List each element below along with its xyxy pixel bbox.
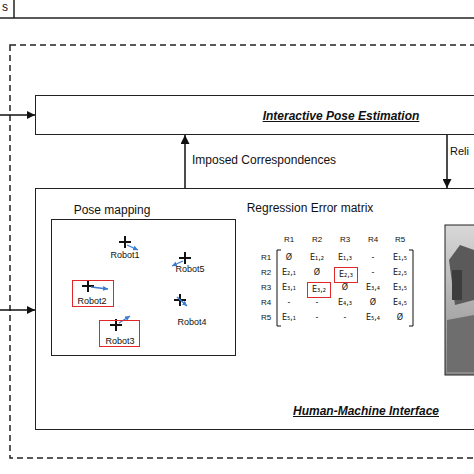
frame-line <box>13 0 15 18</box>
box-title: Interactive Pose Estimation <box>263 110 420 122</box>
matrix-cell: - <box>316 299 319 307</box>
matrix-cell: - <box>344 314 347 322</box>
matrix-header: R4 <box>261 299 271 307</box>
matrix-cell: - <box>372 254 375 262</box>
matrix-cell: E₃,₁ <box>282 284 296 292</box>
matrix-cell: E₂,₁ <box>282 269 296 277</box>
matrix-cell: E₁,₅ <box>393 254 407 262</box>
photo-shape <box>449 245 474 305</box>
matrix-cell: Ø <box>342 284 348 292</box>
edge-label: Imposed Correspondences <box>192 154 336 166</box>
matrix-header: R3 <box>261 284 271 292</box>
highlight-box: Robot3 <box>99 320 140 347</box>
photo-illustration <box>445 225 474 375</box>
input-arrow <box>0 309 35 311</box>
robot-label: Robot4 <box>177 318 206 327</box>
matrix-header: R1 <box>261 254 271 262</box>
matrix-cell: - <box>316 314 319 322</box>
fragment-text: s <box>2 1 8 13</box>
heading-arrow <box>177 297 187 306</box>
matrix-cell: E₄,₃ <box>338 299 352 307</box>
photo-shape <box>452 270 462 300</box>
matrix-header: R2 <box>261 269 271 277</box>
matrix-cell: E₂,₅ <box>393 269 407 277</box>
matrix-cell: E₄,₅ <box>393 299 407 307</box>
section-heading: Regression Error matrix <box>247 202 374 214</box>
matrix-cell: Ø <box>286 254 292 262</box>
matrix-cell: E₅,₁ <box>282 314 296 322</box>
robot-label: Robot1 <box>110 251 139 260</box>
photo-shape <box>447 315 474 372</box>
photo-frame <box>445 225 474 375</box>
matrix-cell: - <box>372 269 375 277</box>
edge-label: Reli <box>450 146 469 157</box>
process-box: Interactive Pose Estimation <box>35 95 474 135</box>
matrix-bracket <box>409 250 413 326</box>
matrix-cell: Ø <box>314 269 320 277</box>
matrix-header: R4 <box>368 236 378 244</box>
input-arrow <box>0 114 35 116</box>
matrix-bracket <box>277 250 281 326</box>
frame-line <box>0 17 474 19</box>
matrix-cell: E₅,₄ <box>366 314 380 322</box>
matrix-header: R5 <box>395 236 405 244</box>
matrix-header: R1 <box>284 236 294 244</box>
robot-cross <box>174 294 186 306</box>
matrix-cell: Ø <box>397 314 403 322</box>
dashed-frame <box>10 45 474 458</box>
panel-box: Pose mappingRobot2Robot3 <box>51 219 236 356</box>
flow-arrow <box>446 135 448 188</box>
box-title: Human-Machine Interface <box>293 405 439 417</box>
matrix-cell: - <box>288 299 291 307</box>
heading-arrow <box>127 245 138 250</box>
matrix-cell: E₃,₅ <box>393 284 407 292</box>
robot-label: Robot5 <box>175 265 204 274</box>
matrix-header: R2 <box>312 236 322 244</box>
box-text: Robot2 <box>77 297 106 306</box>
box-text: E₂,₃ <box>339 271 353 279</box>
process-box: Human-Machine Interface Pose mappingRobot… <box>35 188 474 430</box>
highlight-box: Robot2 <box>72 280 114 307</box>
matrix-cell: Ø <box>370 299 376 307</box>
heading-arrow <box>91 287 108 289</box>
box-text: Robot3 <box>105 337 134 346</box>
robot-cross <box>82 280 94 292</box>
matrix-cell: E₃,₄ <box>366 284 380 292</box>
robot-heading-arrows <box>91 245 187 323</box>
matrix-cell: E₁,₂ <box>310 254 324 262</box>
matrix-header: R5 <box>261 314 271 322</box>
highlight-box: E₃,₂ <box>307 282 331 298</box>
robot-markers <box>82 236 191 331</box>
highlight-box: E₂,₃ <box>334 267 358 283</box>
box-text: E₃,₂ <box>312 286 326 294</box>
flow-arrow <box>184 135 186 188</box>
panel-heading: Pose mapping <box>74 204 151 216</box>
matrix-header: R3 <box>340 236 350 244</box>
matrix-cell: E₁,₃ <box>338 254 352 262</box>
